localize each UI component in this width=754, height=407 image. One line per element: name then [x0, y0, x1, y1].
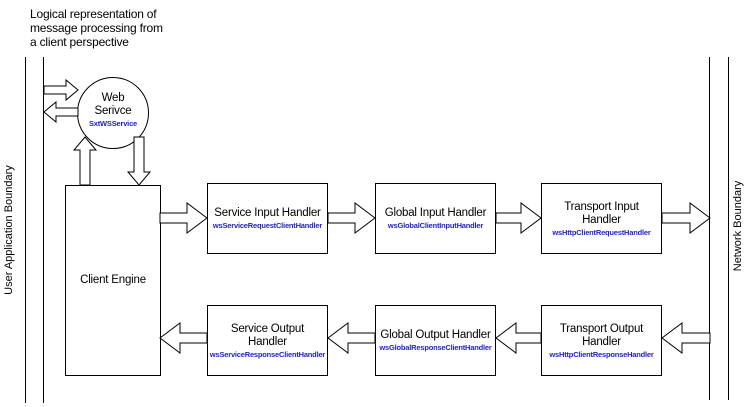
service-output-handler-title: Service Output Handler	[230, 322, 305, 348]
transport-output-to-global-output-arrow-icon	[495, 322, 542, 354]
transport-output-handler-title: Transport Output Handler	[559, 322, 644, 348]
transport-input-handler-title: Transport Input Handler	[564, 200, 639, 226]
diagram-title: Logical representation of message proces…	[30, 7, 163, 49]
global-output-handler-node: Global Output Handler wsGlobalResponseCl…	[375, 305, 496, 376]
webservice-to-client-engine-arrow-icon	[126, 136, 152, 186]
web-service-node: Web Serivce SxtWSService	[77, 77, 149, 149]
transport-input-to-network-arrow-icon	[661, 202, 711, 234]
web-service-class-link[interactable]: SxtWSService	[88, 119, 138, 128]
global-output-to-service-output-arrow-icon	[327, 322, 376, 354]
network-boundary-label: Network Boundary	[732, 180, 744, 272]
boundary-to-webservice-arrow-icon	[43, 78, 79, 102]
service-output-handler-node: Service Output Handler wsServiceResponse…	[207, 305, 328, 376]
client-to-service-input-arrow-icon	[159, 202, 208, 234]
webservice-to-boundary-arrow-icon	[43, 100, 79, 124]
service-input-to-global-input-arrow-icon	[327, 202, 376, 234]
service-input-handler-class-link[interactable]: wsServiceRequestClientHandler	[212, 221, 323, 230]
global-input-handler-node: Global Input Handler wsGlobalClientInput…	[375, 183, 496, 254]
client-engine-label: Client Engine	[80, 274, 146, 286]
transport-output-handler-class-link[interactable]: wsHttpClientResponseHandler	[549, 349, 654, 359]
global-input-to-transport-input-arrow-icon	[495, 202, 542, 234]
global-input-handler-class-link[interactable]: wsGlobalClientInputHandler	[387, 221, 484, 230]
transport-input-handler-class-link[interactable]: wsHttpClientRequestHandler	[552, 227, 651, 237]
global-output-handler-class-link[interactable]: wsGlobalResponseClientHandler	[379, 343, 492, 352]
service-output-handler-class-link[interactable]: wsServiceResponseClientHandler	[209, 349, 326, 359]
web-service-title: Web Serivce	[94, 92, 132, 117]
user-application-boundary-label: User Application Boundary	[3, 165, 15, 295]
global-output-handler-title: Global Output Handler	[380, 329, 491, 341]
service-input-handler-title: Service Input Handler	[214, 207, 321, 219]
transport-output-handler-node: Transport Output Handler wsHttpClientRes…	[541, 305, 662, 376]
service-output-to-client-arrow-icon	[159, 322, 208, 354]
network-to-transport-output-arrow-icon	[661, 322, 711, 354]
global-input-handler-title: Global Input Handler	[384, 207, 487, 219]
transport-input-handler-node: Transport Input Handler wsHttpClientRequ…	[541, 183, 662, 254]
service-input-handler-node: Service Input Handler wsServiceRequestCl…	[207, 183, 328, 254]
client-engine-to-webservice-arrow-icon	[72, 136, 98, 186]
client-engine-node: Client Engine	[65, 185, 161, 376]
